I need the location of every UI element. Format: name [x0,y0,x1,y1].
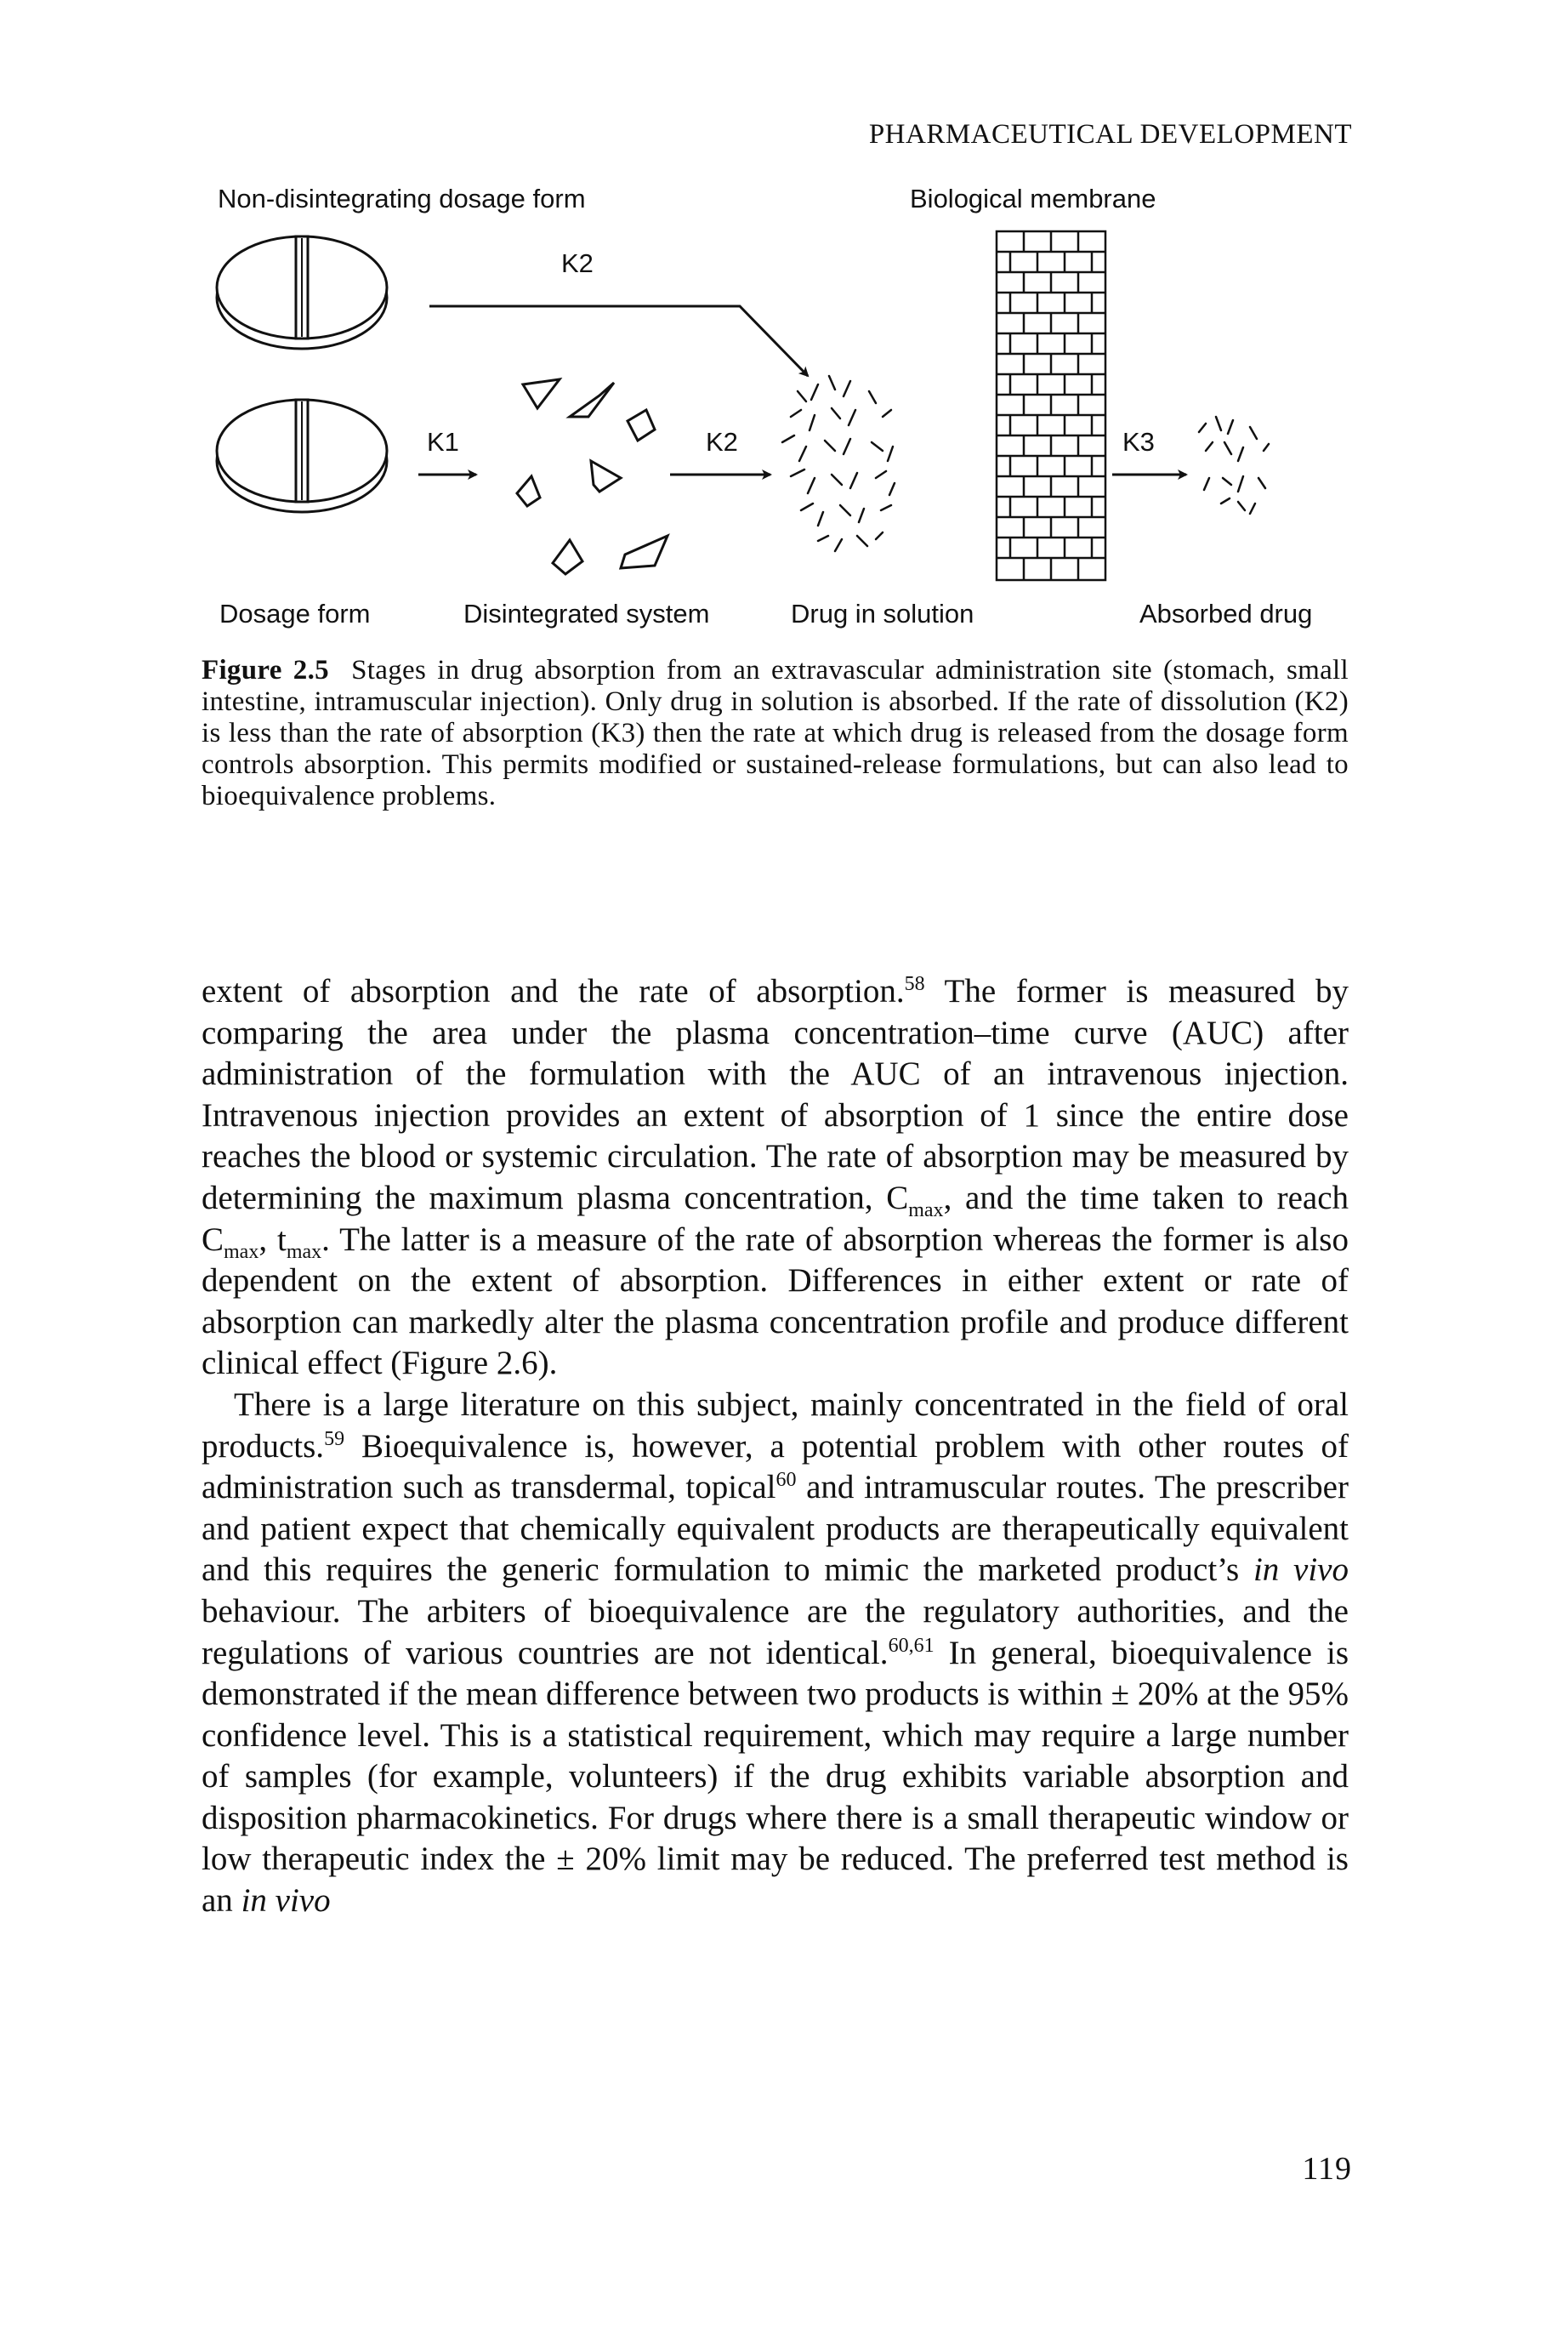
paragraph-2: There is a large literature on this subj… [202,1385,1349,1922]
sub-max-3: max [286,1240,322,1263]
ref-59: 59 [324,1427,345,1450]
non-disintegrating-tablet [215,235,389,350]
absorption-diagram [215,230,1270,582]
label-k3: K3 [1122,427,1155,457]
p1-text-a: extent of absorption and the rate of abs… [202,973,905,1010]
caption-text: Stages in drug absorption from an extrav… [202,655,1349,811]
p2-text-d: behaviour. The arbiters of bioequivalenc… [202,1592,1349,1671]
p2-text-c: and intramuscular routes. The prescriber… [202,1469,1349,1589]
p1-text-d: , t [258,1221,287,1258]
p2-text-a: There is a large literature on this subj… [202,1386,1349,1465]
running-head: PHARMACEUTICAL DEVELOPMENT [868,119,1352,150]
p1-text-c: , and the time taken to reach C [202,1179,1349,1258]
caption-label: Figure 2.5 [202,655,329,686]
label-dosage-form: Dosage form [219,599,371,629]
label-k2-top: K2 [561,248,594,278]
sub-max-2: max [224,1240,259,1263]
p2-text-e: In general, bioequivalence is demonstrat… [202,1634,1349,1920]
dosage-form-tablet [215,398,389,514]
sub-max-1: max [908,1198,944,1221]
body-text: extent of absorption and the rate of abs… [202,971,1349,1922]
italic-in-vivo-2: in vivo [241,1882,331,1920]
italic-in-vivo-1: in vivo [1253,1551,1349,1589]
p1-text-e: . The latter is a measure of the rate of… [202,1221,1349,1382]
label-k1: K1 [427,427,459,457]
drug-in-solution-icon [781,374,896,553]
label-non-disintegrating: Non-disintegrating dosage form [218,184,586,213]
paragraph-1: extent of absorption and the rate of abs… [202,971,1349,1385]
fragments-icon [515,378,670,576]
label-absorbed-drug: Absorbed drug [1139,599,1313,629]
absorbed-drug-icon [1197,415,1270,515]
label-biological-membrane: Biological membrane [910,184,1156,213]
ref-60-61: 60,61 [888,1634,935,1657]
ref-60: 60 [775,1469,797,1492]
label-drug-in-solution: Drug in solution [791,599,974,629]
label-k2-mid: K2 [706,427,738,457]
label-disintegrated-system: Disintegrated system [463,599,710,629]
p1-text-b: The former is measured by comparing the … [202,973,1349,1216]
page-number: 119 [1302,2151,1352,2187]
figure-2-5: Non-disintegrating dosage form Biologica… [196,162,1386,646]
ref-58: 58 [904,973,925,995]
figure-caption: Figure 2.5 Stages in drug absorption fro… [202,655,1349,812]
k2-top-arrow [429,304,810,378]
p2-text-b: Bioequivalence is, however, a potential … [202,1427,1349,1506]
membrane-wall-icon [995,230,1107,582]
